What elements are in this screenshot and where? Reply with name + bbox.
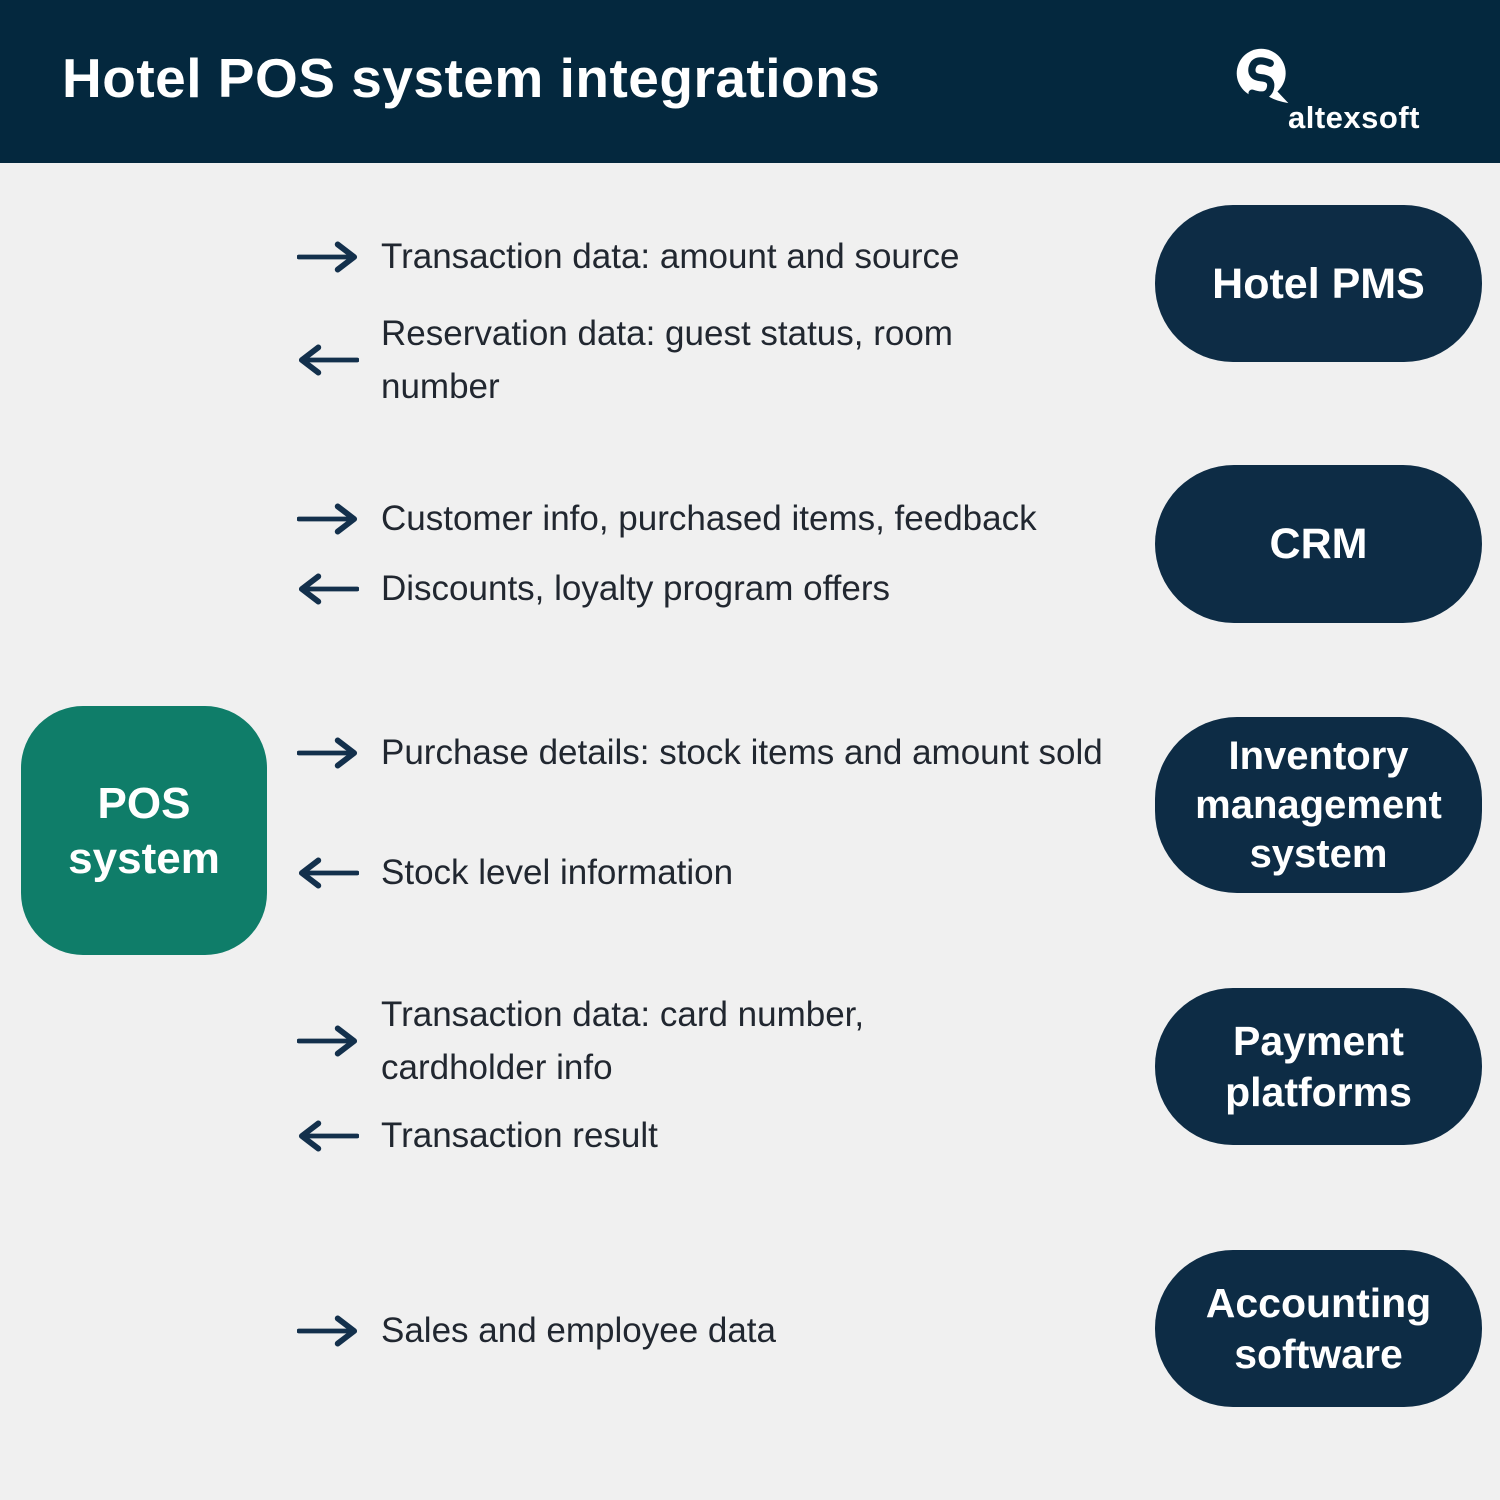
flow-row: Transaction data: amount and source: [297, 230, 960, 283]
left-arrow-icon: [297, 571, 359, 607]
system-node-crm: CRM: [1155, 465, 1482, 623]
pos-system-label: POS system: [68, 778, 220, 883]
header: Hotel POS system integrations altexsoft: [0, 0, 1500, 163]
right-arrow-icon: [297, 735, 359, 771]
system-node-label: Accounting software: [1205, 1279, 1432, 1377]
flow-label: Transaction data: card number, cardholde…: [381, 995, 865, 1087]
system-node-accounting-software: Accounting software: [1155, 1250, 1482, 1407]
system-node-payment-platforms: Payment platforms: [1155, 988, 1482, 1145]
flow-label: Transaction result: [381, 1116, 658, 1155]
left-arrow-icon: [297, 855, 359, 891]
system-node-label: Inventory management system: [1195, 733, 1442, 876]
left-arrow-icon: [297, 342, 359, 378]
altexsoft-logo-icon: [1236, 48, 1289, 104]
flow-row: Transaction data: card number, cardholde…: [297, 988, 941, 1094]
altexsoft-logo-text: altexsoft: [1288, 100, 1420, 135]
flow-label: Stock level information: [381, 853, 734, 892]
system-node-label: CRM: [1269, 520, 1368, 568]
system-node-label: Hotel PMS: [1212, 259, 1425, 308]
right-arrow-icon: [297, 239, 359, 275]
flow-label: Sales and employee data: [381, 1311, 776, 1350]
flow-label: Discounts, loyalty program offers: [381, 569, 891, 608]
flow-label: Purchase details: stock items and amount…: [381, 733, 1103, 772]
flow-label: Customer info, purchased items, feedback: [381, 499, 1037, 538]
flow-row: Stock level information: [297, 846, 733, 899]
pos-system-node: POS system: [21, 706, 267, 955]
right-arrow-icon: [297, 1023, 359, 1059]
flow-row: Sales and employee data: [297, 1304, 776, 1357]
right-arrow-icon: [297, 1313, 359, 1349]
left-arrow-icon: [297, 1118, 359, 1154]
page-title: Hotel POS system integrations: [62, 47, 881, 109]
right-arrow-icon: [297, 501, 359, 537]
system-node-label: Payment platforms: [1225, 1017, 1412, 1115]
flow-row: Discounts, loyalty program offers: [297, 562, 890, 615]
flow-row: Purchase details: stock items and amount…: [297, 726, 1103, 779]
system-node-inventory-management: Inventory management system: [1155, 717, 1482, 893]
flow-row: Customer info, purchased items, feedback: [297, 492, 1037, 545]
altexsoft-logo: altexsoft: [1234, 42, 1442, 137]
flow-row: Transaction result: [297, 1109, 658, 1162]
flow-label: Reservation data: guest status, room num…: [381, 314, 953, 406]
flow-label: Transaction data: amount and source: [381, 237, 960, 276]
system-node-hotel-pms: Hotel PMS: [1155, 205, 1482, 362]
flow-row: Reservation data: guest status, room num…: [297, 307, 1041, 413]
